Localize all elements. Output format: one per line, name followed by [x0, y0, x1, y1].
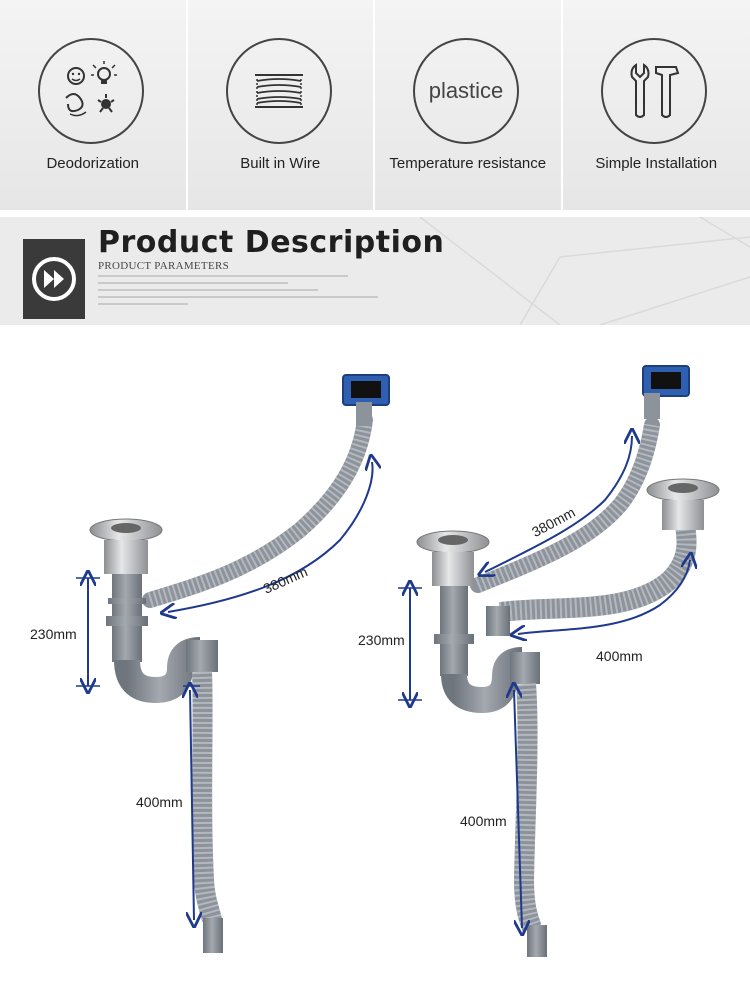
- product-illustration: [76, 365, 720, 957]
- product-description-banner: Product Description PRODUCT PARAMETERS: [0, 217, 750, 325]
- plastice-text: plastice: [428, 78, 504, 103]
- right-connector-hose-length: 400mm: [596, 648, 643, 664]
- feature-label: Simple Installation: [595, 155, 718, 172]
- feature-built-in-wire: Built in Wire: [187, 0, 375, 210]
- feature-circle: [225, 38, 332, 144]
- feature-temperature-resistance: plastice Temperature resistance: [375, 0, 563, 210]
- deodorization-icon: [65, 61, 117, 117]
- wire-spring-icon: [254, 74, 303, 108]
- left-drain-hose-length: 400mm: [136, 794, 183, 810]
- fast-forward-icon: [32, 257, 76, 301]
- left-sink-drain: [76, 374, 390, 953]
- banner-decor-lines: [419, 217, 750, 325]
- features-row: Deodorization Built in Wire plastice Tem…: [0, 0, 750, 210]
- right-sink-drain: [398, 365, 720, 957]
- banner-subtitle: PRODUCT PARAMETERS: [98, 260, 230, 272]
- feature-label: Temperature resistance: [389, 155, 547, 172]
- tools-icon: [630, 63, 679, 118]
- left-height-dimension: 230mm: [30, 626, 77, 642]
- feature-circle: [600, 38, 707, 144]
- banner-title: Product Description: [98, 225, 445, 260]
- feature-circle: plastice: [413, 38, 519, 144]
- feature-simple-installation: Simple Installation: [562, 0, 750, 210]
- banner-fine-print: [98, 275, 398, 310]
- right-drain-hose-length: 400mm: [460, 813, 507, 829]
- feature-label: Built in Wire: [240, 155, 321, 172]
- right-height-dimension: 230mm: [358, 632, 405, 648]
- feature-circle: [38, 38, 144, 144]
- product-diagram: 380mm 230mm 400mm 380mm 230mm 400mm 400m…: [0, 330, 750, 997]
- feature-deodorization: Deodorization: [0, 0, 188, 210]
- banner-icon-box: [23, 239, 85, 319]
- feature-label: Deodorization: [46, 155, 140, 172]
